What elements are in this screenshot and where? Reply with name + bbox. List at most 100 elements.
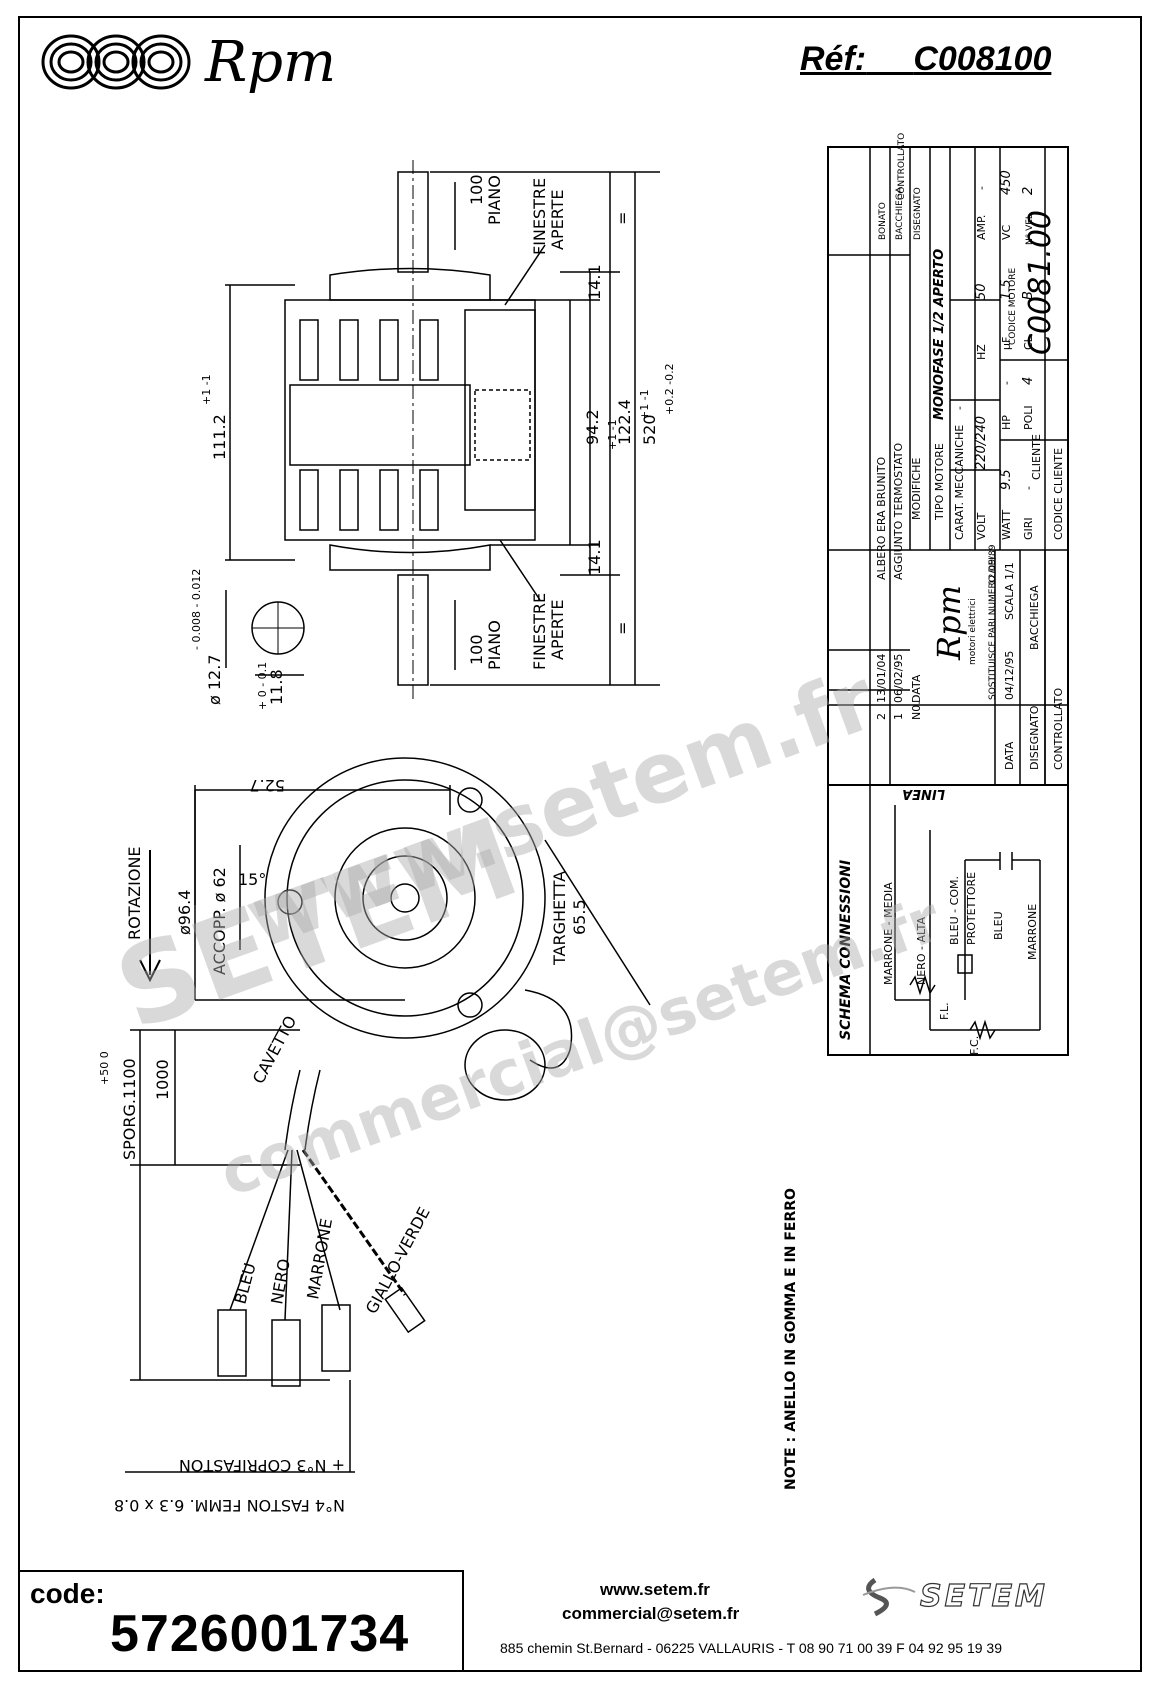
hp-value: - [1000,381,1013,385]
ref-label: Réf: [800,40,867,78]
label-cavetto: CAVETTO [249,1013,301,1087]
schema-bleu: BLEU [992,911,1005,940]
dim-shaft-diameter: ø 12.7 [205,655,224,706]
label-targhetta: TARGHETTA [550,871,569,966]
dim-sporg: SPORG.1100 [120,1058,139,1160]
setem-logo: SETEM [862,1577,1048,1617]
faston-nero [271,1319,301,1387]
dim-96-4: ø96.4 [175,890,194,935]
dim-14-1-bottom: 14.1 [585,539,604,575]
motor-capacitor-box [464,309,536,511]
schema-bleu-com: BLEU - COM. [948,876,961,945]
schema-marrone: MARRONE [1026,904,1039,960]
dim-94-2: 94.2 [583,409,602,445]
dim-52-7: 52.7 [249,776,285,795]
giri-value: - [1022,486,1035,490]
code-box [18,1570,464,1672]
dim-65-5: 65.5 [570,899,589,935]
disegnato-value: BACCHIEGA [1028,585,1041,650]
controllato-label: CONTROLLATO [1052,688,1065,770]
vc-value: 450 [999,170,1014,195]
disegnato-label: DISEGNATO [1028,705,1041,770]
col-disegnato: DISEGNATO [913,187,923,240]
label-rotazione: ROTAZIONE [125,846,144,940]
setem-logo-text: SETEM [920,1579,1048,1614]
dim-sporg-tol: +50 0 [98,1051,111,1085]
footer-email: commercial@setem.fr [562,1604,740,1623]
faston-bleu [217,1309,247,1377]
data-value: 04/12/95 [1003,651,1016,700]
schema-title: SCHEMA CONNESSIONI [838,860,854,1040]
col-bonato: BONATO [878,202,888,240]
carat-value: - [953,406,966,410]
label-piano-bottom: PIANO [485,620,504,670]
faston-giallo [384,1286,426,1334]
dim-111-2: 111.2 [210,414,229,460]
label-piano-top: PIANO [485,175,504,225]
motor-hidden-part [474,389,531,461]
note-text: NOTE : ANELLO IN GOMMA E IN FERRO [783,1188,799,1490]
rpm-coil-logo [41,34,191,90]
title-block-frame [827,146,1069,1056]
dim-14-1-top: 14.1 [585,264,604,300]
schema-fc: F.C. [968,1036,981,1055]
amp-value: - [975,186,988,190]
watt-value: 9.5 [999,469,1014,490]
eq-top: = [613,212,632,225]
giri-label: GIRI [1022,517,1035,540]
rev-header-date: DATA [910,674,923,703]
mount-hole-bottom [457,992,483,1018]
schema-linea: LINEA [902,786,945,801]
wire-label-marrone: MARRONE [303,1217,336,1301]
faston-marrone [321,1304,351,1372]
mount-hole-left [277,889,303,915]
eq-bottom: = [613,622,632,635]
uf-value: 1.5 [999,279,1014,300]
targhetta-outline [524,989,573,1069]
label-15deg: 15° [238,870,266,889]
motor-stator-band [289,384,471,466]
label-faston: N°4 FASTON FEMM. 6.3 x 0.8 [114,1496,345,1515]
motor-body-outline [284,299,536,541]
schema-fl: F.L. [938,1002,951,1020]
dim-100-bottom: 100 [467,634,486,665]
protettore-symbol [957,954,973,974]
resistor-fc [969,1019,996,1041]
label-coprifaston: + N°3 COPRIFASTON [179,1456,345,1475]
nvel-label: N° VEL. [1025,211,1035,245]
col-bacchiega: BACCHIEGA [895,186,905,240]
footer-web: www.setem.fr [600,1580,710,1599]
wire-label-bleu: BLEU [231,1261,260,1306]
dim-shaft-flat-tol: + 0 - 0.1 [256,662,269,710]
code-value: 5726001734 [110,1605,410,1663]
amp-label: AMP. [975,215,988,240]
cl-label: CL. [1022,333,1035,350]
ref-value: C008100 [913,40,1052,78]
rev1-desc: AGGIUNTO TERMOSTATO [892,443,905,580]
rev-header-n: N0. [910,701,923,720]
front-view-outer [264,757,546,1039]
label-accopp: ACCOPP. ø 62 [210,867,229,975]
dim-520: 520 [640,414,659,445]
dim-111-2-tol: +1 -1 [200,374,213,405]
dim-122-4-tol: +1 -1 [638,389,651,420]
scala-value: 1/1 [1003,562,1016,580]
poli-value: 4 [1021,377,1036,385]
cl-value: B [1021,291,1036,300]
data-label: DATA [1003,741,1016,770]
volt-value: 220/240 [974,416,989,470]
schema-marrone-media: MARRONE - MEDIA [882,882,895,985]
capacitor-front [464,1029,546,1101]
nvel-value: 2 [1021,187,1036,195]
cable-sheath [284,1069,301,1151]
dim-shaft-flat: 11.8 [267,669,286,705]
watt-label: WATT [1000,510,1013,540]
cliente-label: CLIENTE [1030,434,1043,480]
schema-nero-alta: NERO - ALTA [915,917,928,985]
sostituisce-date: 12/09/89 [988,544,998,585]
rev1-n: 1 [892,713,905,720]
rev2-date: 13/01/04 [875,654,888,703]
company-sub: motori elettrici [968,598,978,665]
hz-value: 50 [974,283,989,300]
